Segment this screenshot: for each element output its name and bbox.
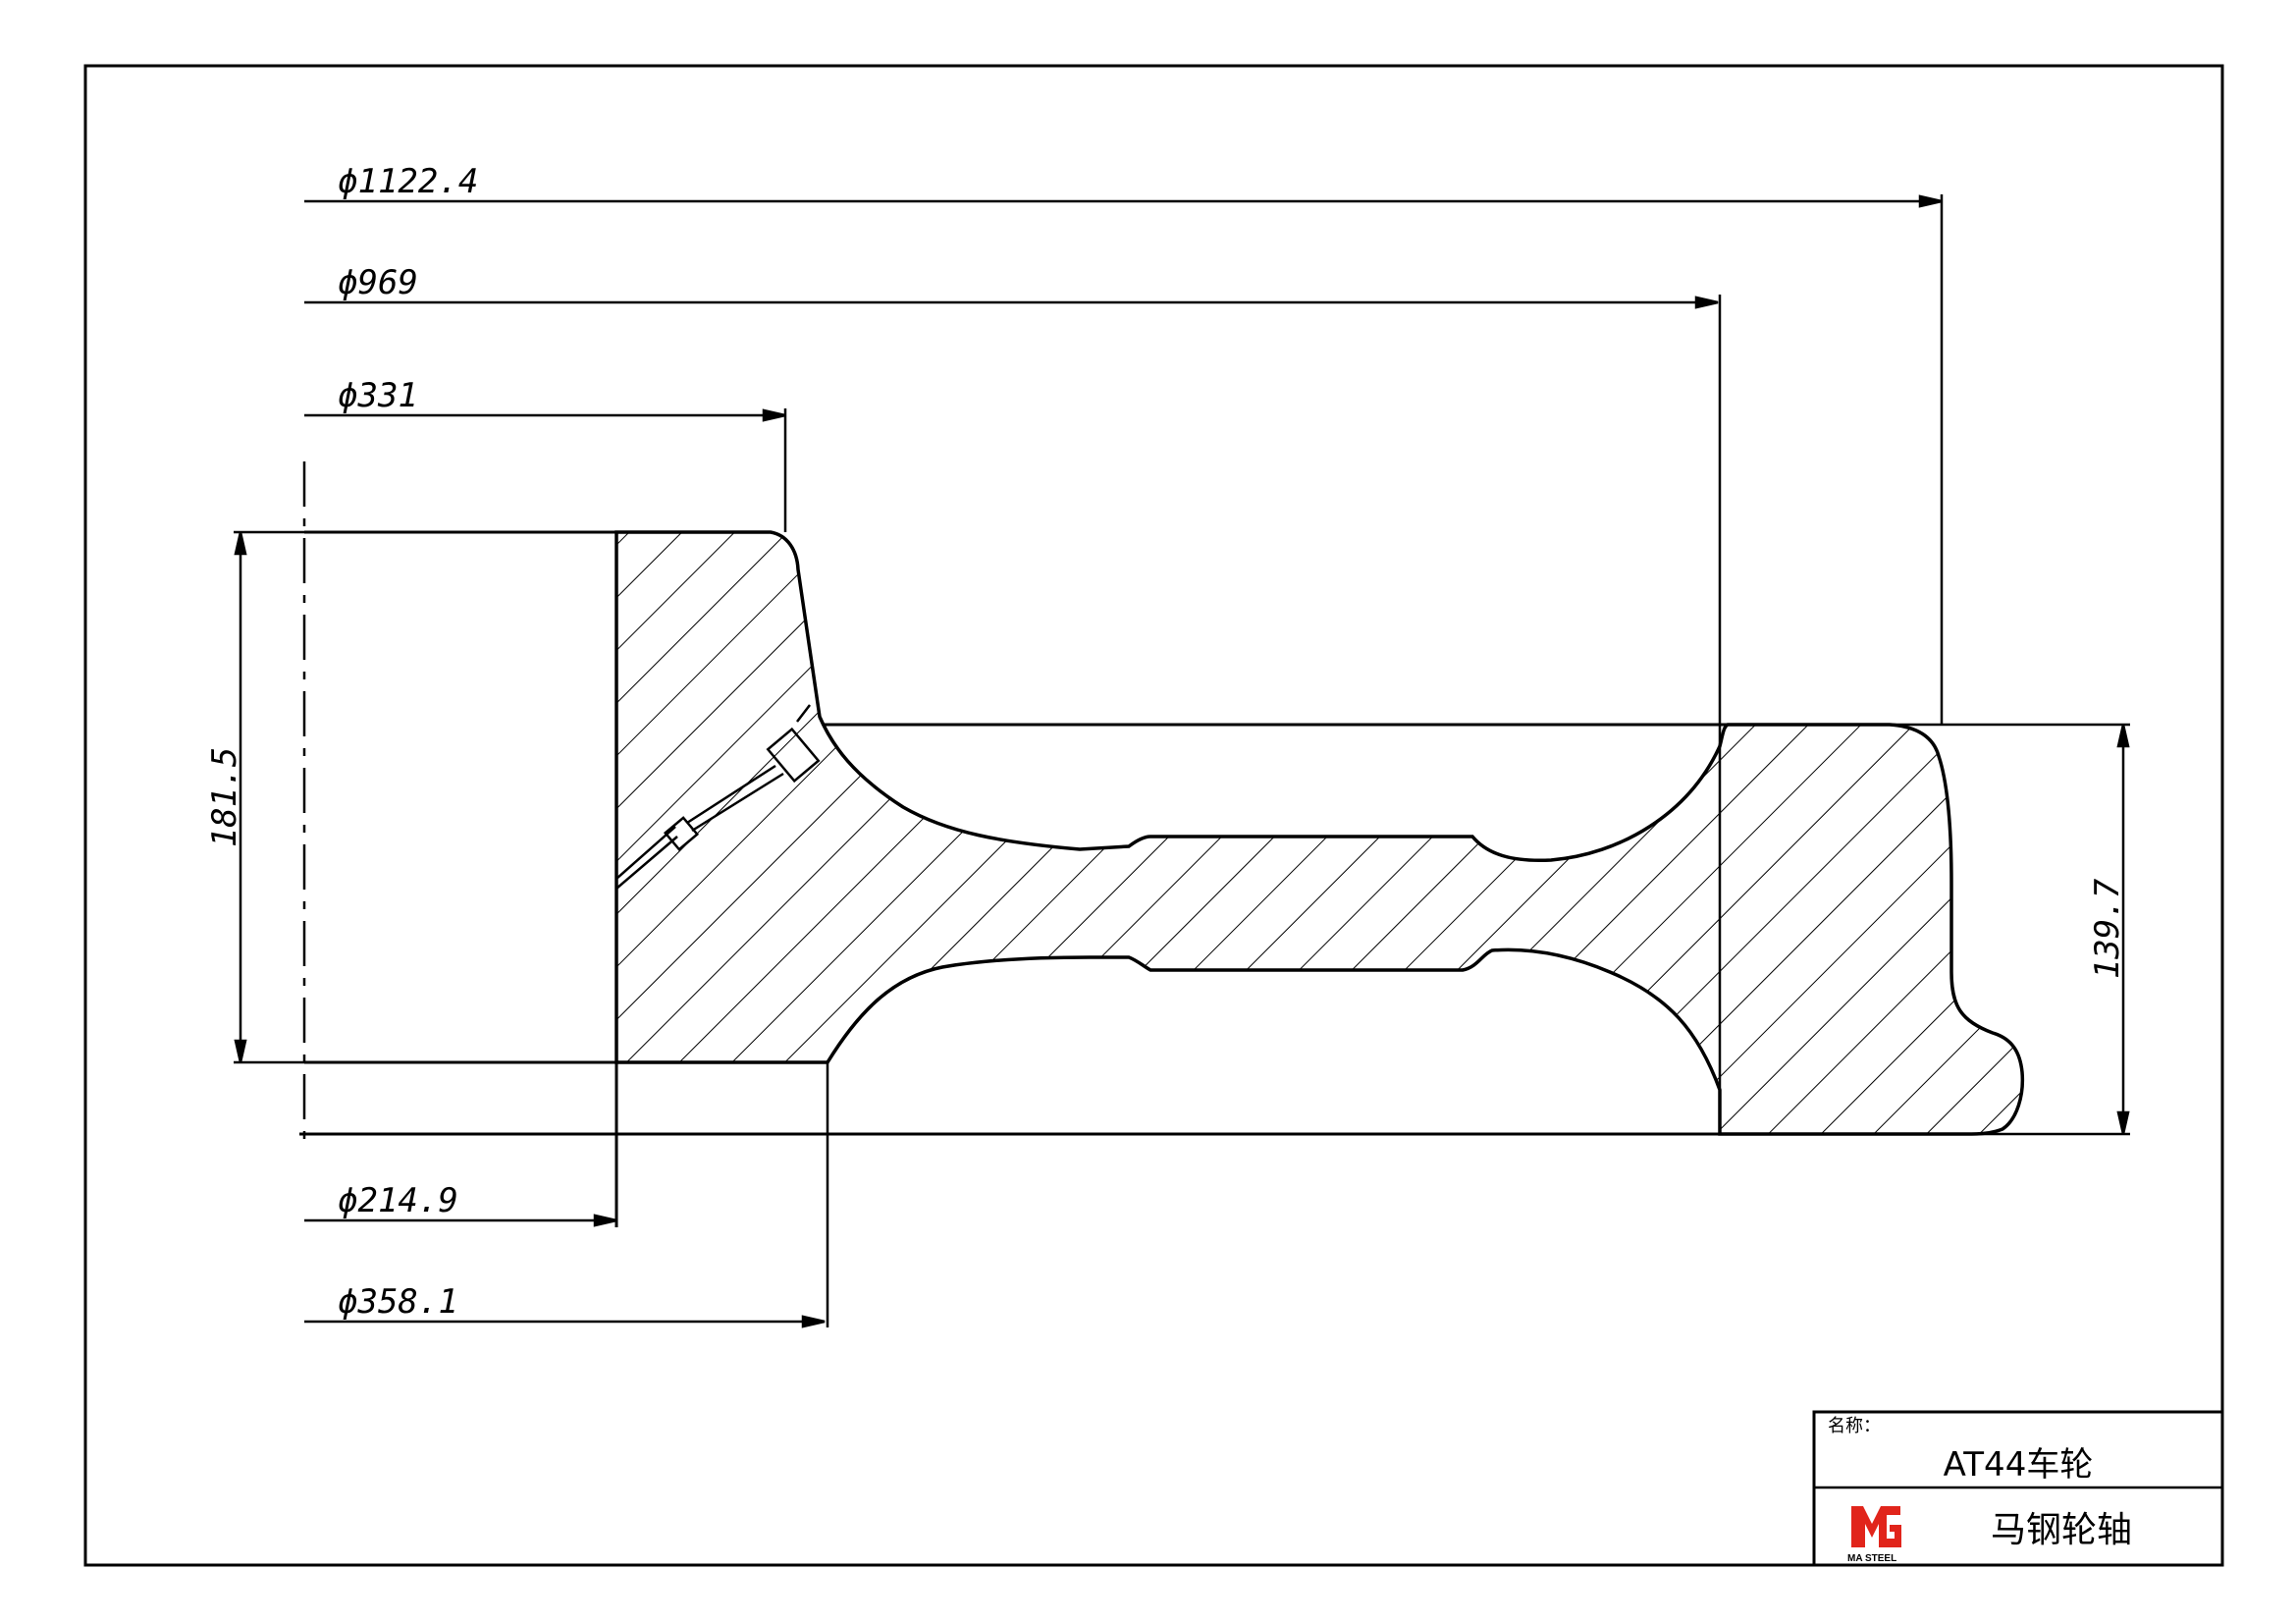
dimension-lines bbox=[234, 194, 2130, 1328]
dimension-358: ϕ358.1 bbox=[338, 1282, 458, 1322]
wheel-cross-section bbox=[614, 530, 2025, 1136]
title-block-name-label: 名称： bbox=[1828, 1416, 1881, 1436]
oil-injection-channel bbox=[615, 704, 821, 890]
dimension-1122: ϕ1122.4 bbox=[338, 162, 478, 201]
title-block-company: 马钢轮轴 bbox=[1991, 1510, 2132, 1550]
dimension-969: ϕ969 bbox=[338, 263, 418, 302]
ma-steel-logo: MA STEEL bbox=[1847, 1506, 1901, 1564]
dimension-rim-width: 139.7 bbox=[2088, 878, 2127, 979]
title-block-name-value: AT44车轮 bbox=[1944, 1445, 2094, 1485]
logo-text: MA STEEL bbox=[1847, 1553, 1896, 1564]
drawing-frame bbox=[83, 64, 2224, 1567]
dimension-214: ϕ214.9 bbox=[338, 1181, 458, 1220]
dimension-331: ϕ331 bbox=[338, 376, 418, 415]
dimension-hub-length: 181.5 bbox=[205, 747, 244, 847]
